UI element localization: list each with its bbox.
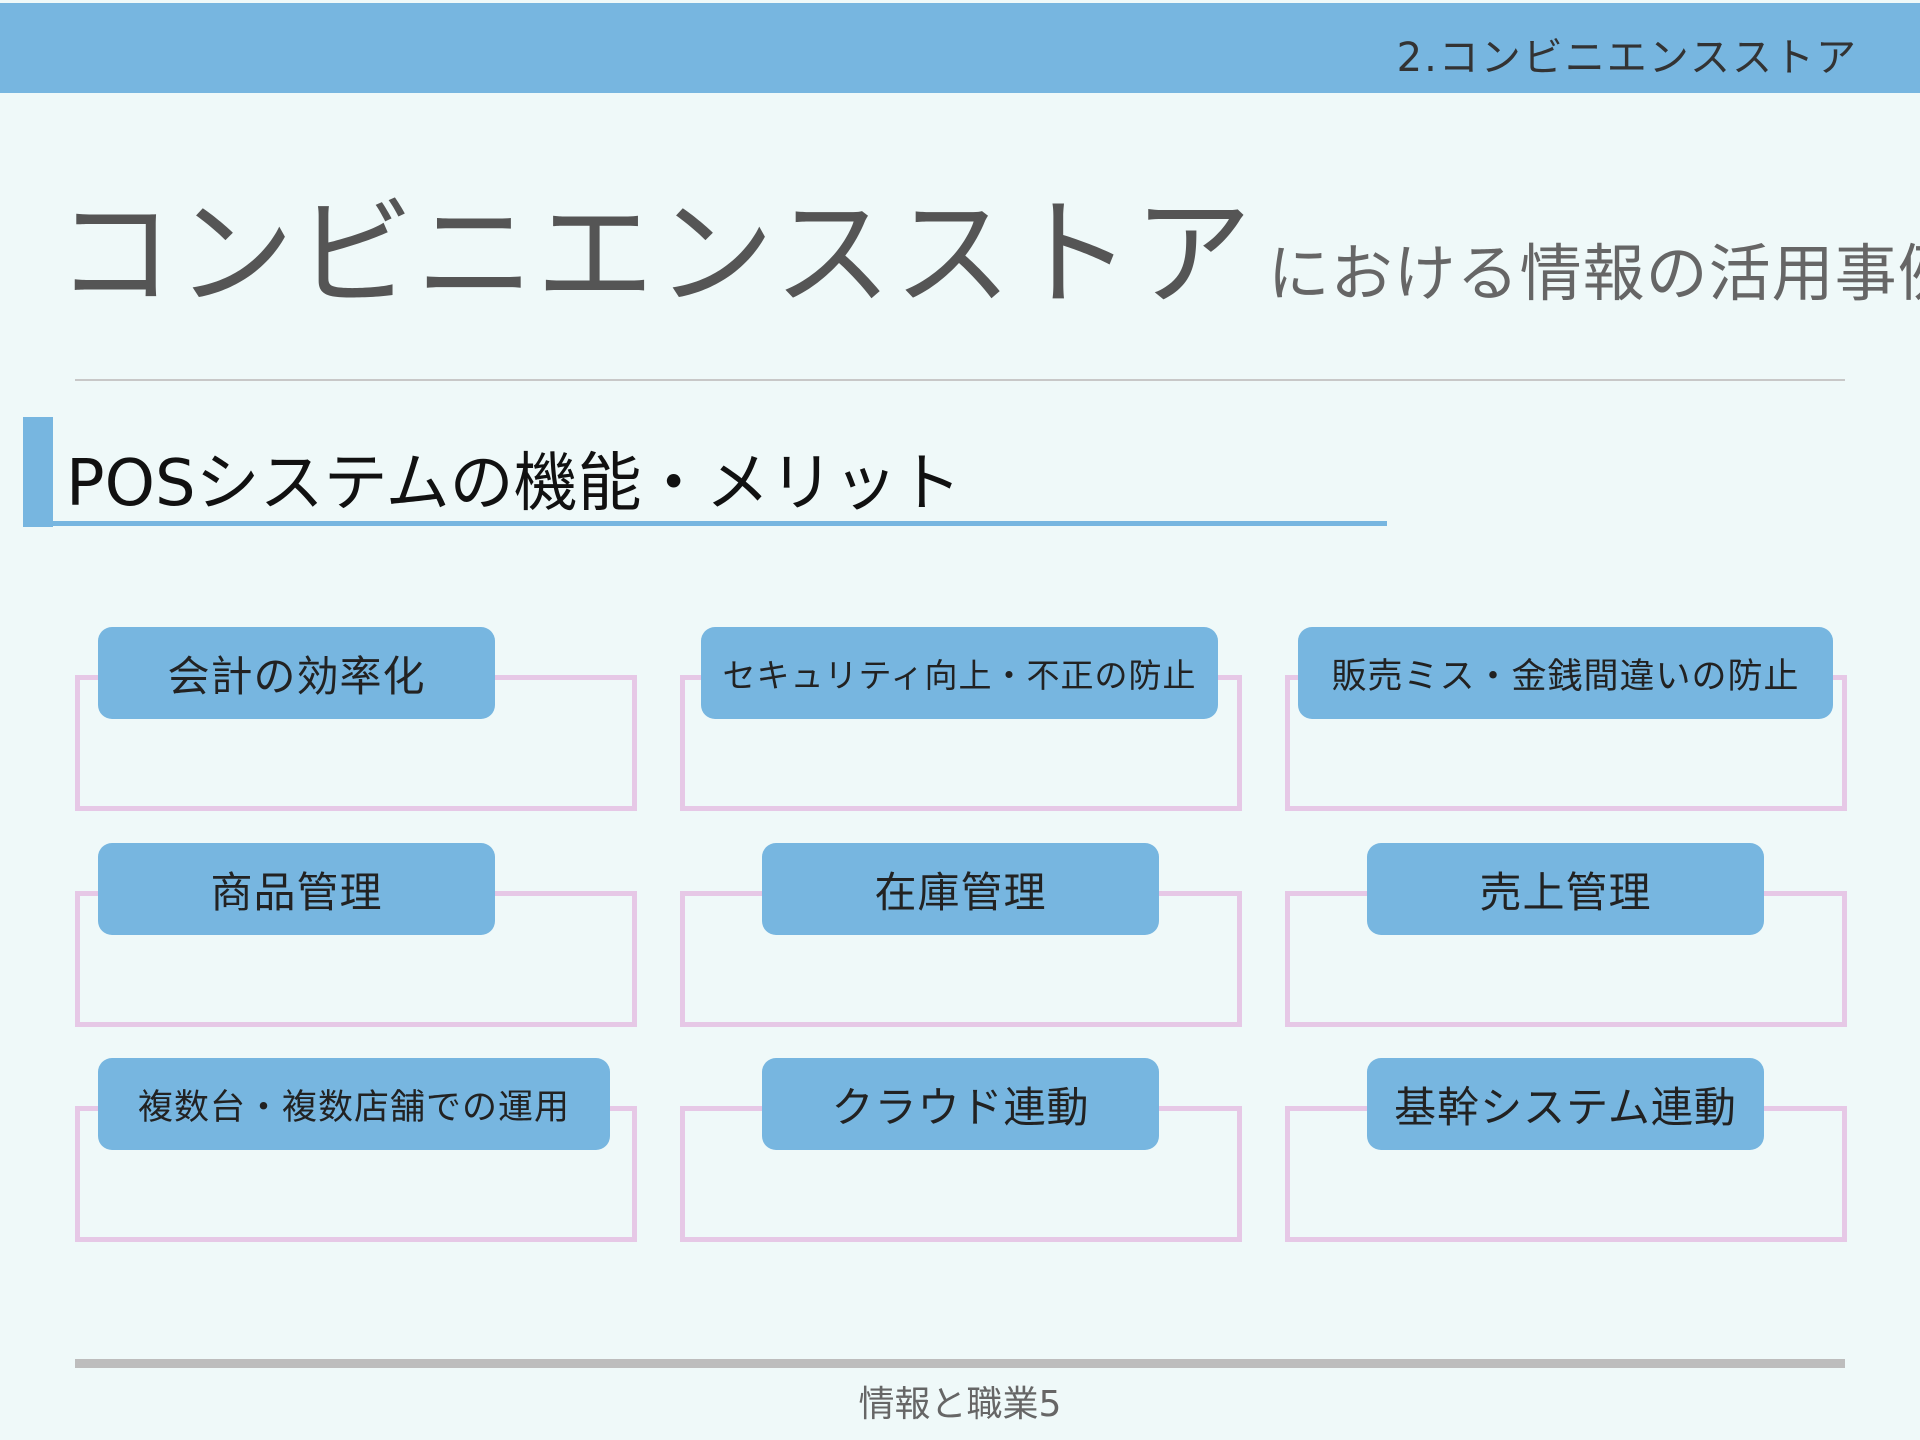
footer-text: 情報と職業5: [858, 1384, 1062, 1425]
feature-label: 複数台・複数店舗での運用: [98, 1058, 610, 1150]
feature-card: 基幹システム連動: [1285, 1058, 1847, 1242]
feature-card: 商品管理: [75, 843, 637, 1027]
subheading-accent-bar: [23, 417, 53, 527]
feature-label: 基幹システム連動: [1367, 1058, 1764, 1150]
feature-card: 販売ミス・金銭間違いの防止: [1285, 627, 1847, 811]
feature-label: クラウド連動: [762, 1058, 1159, 1150]
feature-label: 在庫管理: [762, 843, 1159, 935]
feature-label: 会計の効率化: [98, 627, 495, 719]
feature-label: 販売ミス・金銭間違いの防止: [1298, 627, 1833, 719]
feature-card: クラウド連動: [680, 1058, 1242, 1242]
footer-divider: [75, 1359, 1845, 1368]
feature-card: 売上管理: [1285, 843, 1847, 1027]
header-band: 2.コンビニエンスストア: [0, 3, 1920, 93]
subheading: POSシステムの機能・メリット: [66, 447, 962, 521]
feature-label: 商品管理: [98, 843, 495, 935]
page-title: コンビニエンスストアにおける情報の活用事例: [56, 195, 1920, 313]
subheading-underline: [53, 521, 1387, 526]
page-title-main: コンビニエンスストア: [56, 185, 1254, 323]
feature-card: 会計の効率化: [75, 627, 637, 811]
section-label: 2.コンビニエンスストア: [1396, 35, 1858, 81]
feature-card: セキュリティ向上・不正の防止: [680, 627, 1242, 811]
feature-card: 複数台・複数店舗での運用: [75, 1058, 637, 1242]
feature-label: セキュリティ向上・不正の防止: [701, 627, 1218, 719]
feature-card: 在庫管理: [680, 843, 1242, 1027]
title-divider: [75, 379, 1845, 381]
feature-label: 売上管理: [1367, 843, 1764, 935]
page-title-suffix: における情報の活用事例: [1267, 237, 1920, 310]
